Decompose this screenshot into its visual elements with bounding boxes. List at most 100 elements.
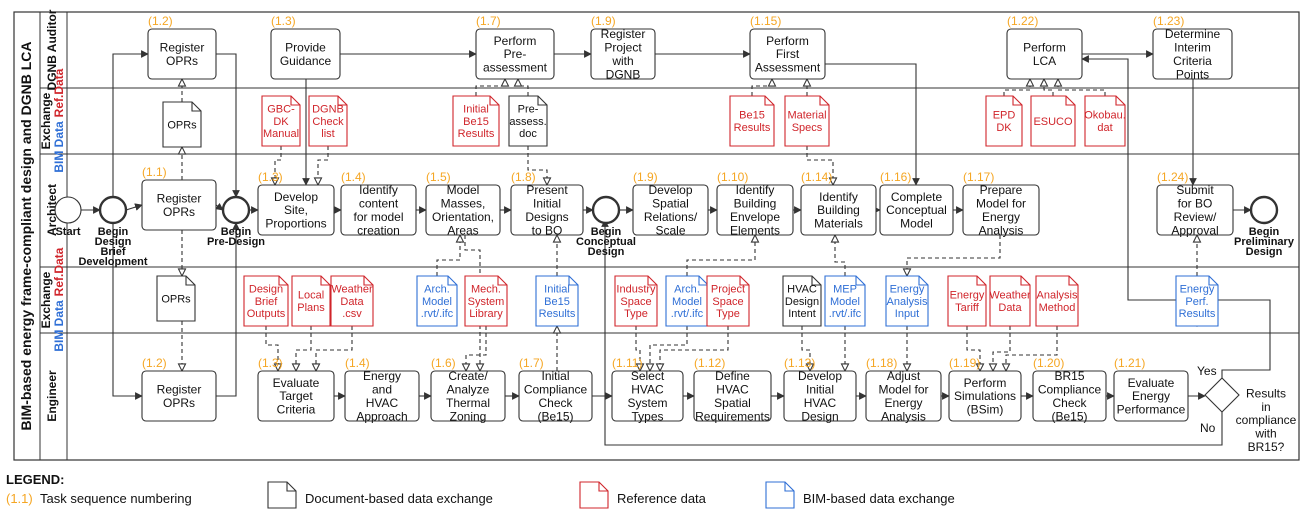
data-association <box>801 326 810 371</box>
data-association <box>1044 79 1054 96</box>
task-number: (1.3) <box>258 356 283 370</box>
task-box <box>344 370 420 422</box>
task-box <box>590 28 656 80</box>
legend-ref: Reference data <box>579 481 707 509</box>
task-box <box>518 370 593 422</box>
task-number: (1.10) <box>717 170 748 184</box>
data-association <box>1006 326 1058 371</box>
task-box <box>147 28 217 80</box>
lane-label-4: Engineer <box>45 370 59 422</box>
data-association <box>464 235 480 371</box>
event-circle <box>591 195 621 225</box>
data-association <box>318 146 329 185</box>
legend-title: LEGEND: <box>6 472 65 487</box>
task-box <box>749 28 826 80</box>
task-box <box>270 28 341 80</box>
legend-doc: Document-based data exchange <box>267 481 493 509</box>
data-association <box>635 326 640 371</box>
event-circle <box>1249 195 1279 225</box>
data-object-label: OPRs <box>167 119 197 131</box>
data-association <box>1003 79 1030 96</box>
data-association <box>686 235 755 276</box>
event-circle <box>98 195 128 225</box>
data-association <box>650 326 688 371</box>
event-ev1: Start <box>54 196 82 238</box>
task-number: (1.7) <box>519 356 544 370</box>
task-number: (1.3) <box>271 14 296 28</box>
data-association <box>316 326 353 371</box>
lane-label-2: Architect <box>45 184 59 236</box>
pool-title: BIM-based energy frame-compliant design … <box>18 42 34 431</box>
task-number: (1.2) <box>142 356 167 370</box>
task-number: (1.3) <box>258 170 283 184</box>
task-number: (1.5) <box>426 170 451 184</box>
sequence-flow <box>1081 55 1271 378</box>
data-association <box>296 326 312 371</box>
task-box <box>783 370 857 422</box>
lane-label-0: DGNB Auditor <box>45 9 59 90</box>
data-association <box>806 146 833 185</box>
legend-bim: BIM-based data exchange <box>765 481 955 509</box>
data-association <box>265 326 278 371</box>
legend-bim-text: BIM-based data exchange <box>803 491 955 506</box>
data-association <box>993 326 1011 371</box>
task-box <box>632 184 709 236</box>
sequence-flow <box>112 223 143 400</box>
task-box <box>865 370 942 422</box>
legend-doc-text: Document-based data exchange <box>305 491 493 506</box>
lane-name: Engineer <box>45 370 59 422</box>
data-object-label: Arch.Model.rvt/.ifc <box>421 284 454 321</box>
task-box <box>879 184 954 236</box>
data-association <box>907 235 1001 276</box>
task-number: (1.24) <box>1157 170 1188 184</box>
task-box <box>716 184 794 236</box>
task-number: (1.14) <box>801 170 832 184</box>
sequence-flow <box>125 203 143 211</box>
event-circle <box>221 195 251 225</box>
task-box <box>1113 370 1189 422</box>
data-association <box>1058 79 1106 96</box>
sequence-flow <box>112 50 149 197</box>
